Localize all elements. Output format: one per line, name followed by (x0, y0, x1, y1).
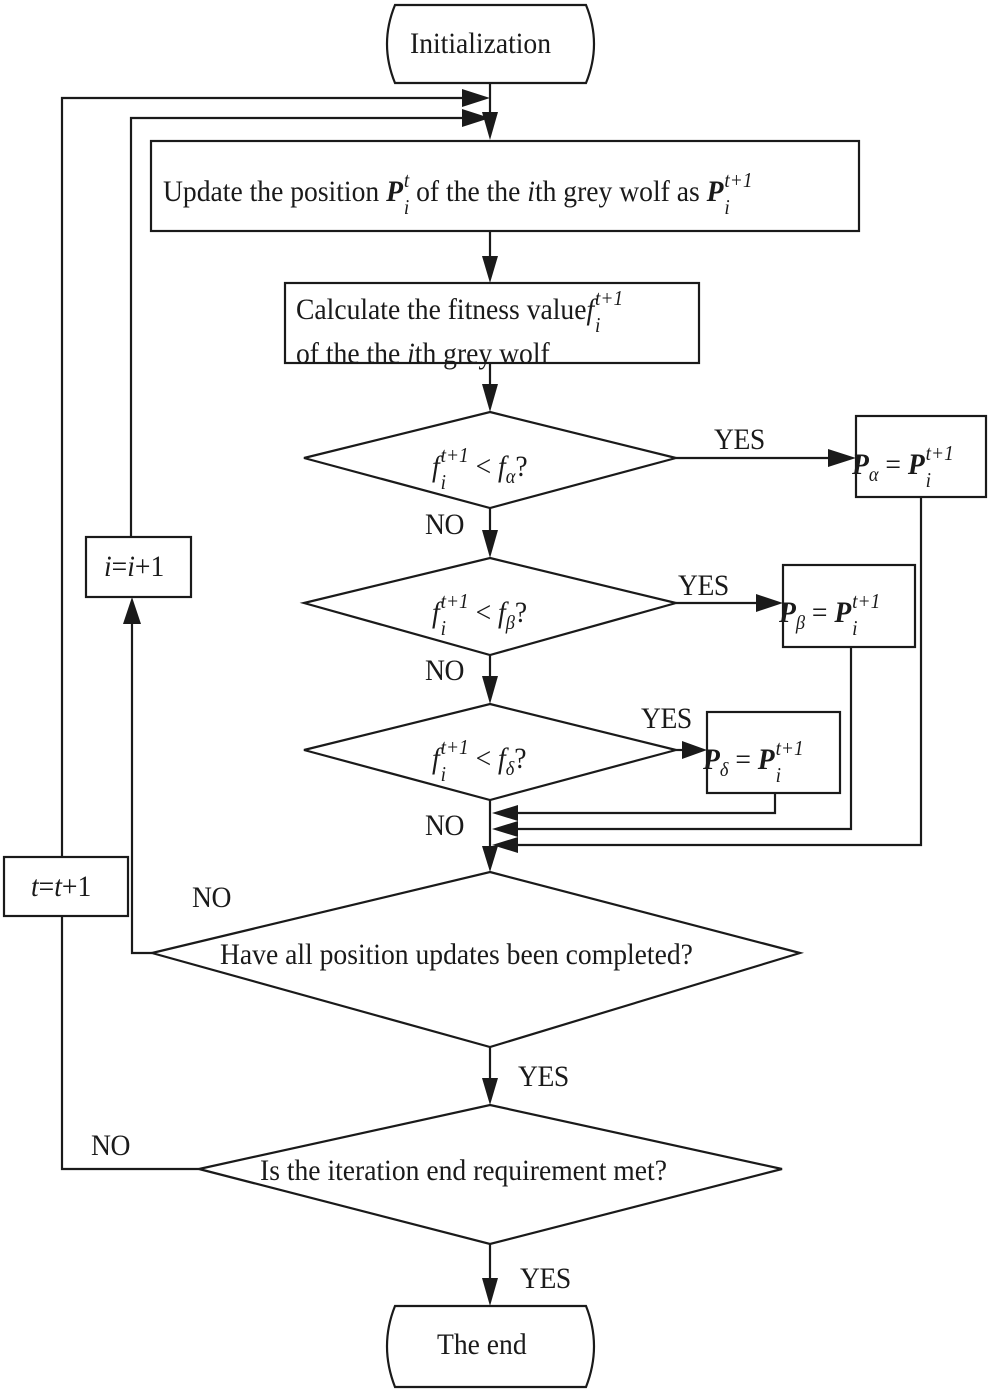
arrowhead (756, 594, 783, 612)
fitness-box (283, 281, 701, 365)
end-label: The end (437, 1328, 527, 1361)
all-done-yes-label: YES (518, 1060, 569, 1093)
arrowhead (482, 1078, 498, 1105)
inc-t-label: t=t+1 (31, 870, 92, 903)
arrowhead (492, 837, 518, 853)
beta-no-label: NO (425, 654, 464, 687)
start-label: Initialization (410, 27, 552, 60)
all-done-no-label: NO (192, 881, 231, 914)
delta-no-label: NO (425, 809, 464, 842)
arrowhead (492, 805, 518, 821)
arrowhead (123, 597, 141, 624)
arrowhead (492, 821, 518, 837)
edge-inc-i-to-top (129, 116, 470, 558)
arrowhead (462, 89, 490, 107)
edge-iter-no (60, 916, 199, 1171)
arrowhead (482, 676, 498, 704)
edge-delta-return (510, 793, 777, 815)
start-terminal (385, 3, 596, 85)
update-position-box (149, 139, 861, 233)
end-terminal (385, 1304, 596, 1389)
iter-no-label: NO (91, 1129, 130, 1162)
arrowhead (482, 384, 498, 412)
arrowhead (482, 1278, 498, 1306)
beta-yes-label: YES (678, 569, 729, 602)
update-prefix: Update the position (163, 174, 380, 208)
alpha-yes-label: YES (714, 423, 765, 456)
edge-alpha-return (510, 497, 923, 847)
assign-beta-box (781, 563, 917, 649)
arrowhead (482, 112, 498, 140)
all-done-label: Have all position updates been completed… (220, 938, 693, 971)
edge-beta-return (510, 647, 853, 831)
assign-alpha-box (854, 414, 988, 499)
arrowhead (482, 256, 498, 283)
inc-i-label: i=i+1 (104, 550, 165, 583)
arrowhead (482, 846, 498, 872)
iteration-end-label: Is the iteration end requirement met? (260, 1154, 667, 1187)
edge-all-done-no (130, 618, 152, 955)
inc-i-box (84, 535, 193, 599)
edge-inc-t-to-top (60, 96, 470, 858)
delta-yes-label: YES (641, 702, 692, 735)
iter-yes-label: YES (520, 1262, 571, 1295)
inc-t-box (2, 855, 130, 918)
assign-delta-box (705, 710, 842, 795)
arrowhead (682, 741, 707, 759)
arrowhead (482, 530, 498, 558)
arrowhead (828, 449, 856, 467)
alpha-no-label: NO (425, 508, 464, 541)
arrowhead (462, 109, 490, 127)
